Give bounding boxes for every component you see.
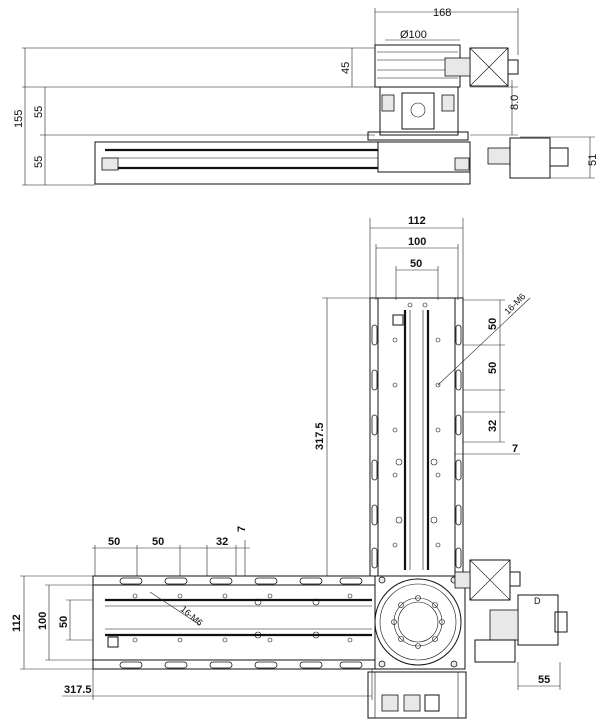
dim-horizontal-50a: 50	[108, 536, 120, 548]
motor-coupler	[487, 147, 511, 165]
vertical-axis: 112 100 50 317.5	[314, 215, 531, 577]
vertical-left-slots	[371, 324, 378, 569]
dim-horizontal-112: 112	[11, 614, 23, 632]
dim-vertical-112: 112	[408, 215, 426, 227]
motor-letter: D	[534, 596, 541, 606]
dial-scale	[377, 51, 458, 79]
rotary-stage: D 55	[367, 559, 568, 719]
knob-handle	[507, 59, 519, 75]
base-rail	[94, 141, 471, 185]
middle-block	[379, 86, 459, 136]
dim-right-50a: 50	[487, 318, 499, 330]
dim-155: 155	[13, 110, 25, 128]
dim-right-50b: 50	[487, 362, 499, 374]
dim-horizontal-32: 32	[216, 536, 228, 548]
dim-55-base: 55	[33, 156, 45, 168]
rotary-holes	[391, 595, 445, 649]
dim-8: 8.0	[509, 95, 521, 110]
horizontal-rail	[92, 575, 376, 670]
dim-horizontal-317: 317.5	[64, 684, 92, 696]
vertical-rail	[369, 297, 464, 577]
vertical-holes	[392, 302, 441, 548]
vertical-right-slots	[455, 324, 462, 569]
dim-51: 51	[587, 154, 599, 166]
dim-horizontal-7: 7	[236, 526, 248, 532]
lower-carriage	[367, 671, 467, 719]
side-view: 168 Ø100 155 45 55 55	[13, 7, 599, 186]
dim-vertical-317: 317.5	[314, 422, 326, 450]
knob-coupler	[444, 57, 471, 77]
dim-horizontal-50b: 50	[152, 536, 164, 548]
dim-right-7: 7	[512, 443, 518, 455]
horizontal-bottom-slots	[119, 661, 363, 669]
horizontal-top-slots	[119, 577, 363, 585]
base-carriage	[377, 141, 471, 173]
dim-right-32: 32	[487, 420, 499, 432]
middle-window	[401, 92, 435, 130]
horizontal-holes	[132, 593, 353, 643]
dim-dial-diameter: Ø100	[400, 29, 427, 41]
dim-motor-55: 55	[538, 674, 550, 686]
horizontal-axis: 50 50 32 7	[11, 526, 376, 700]
dim-vertical-100: 100	[408, 236, 426, 248]
dim-vertical-50: 50	[410, 258, 422, 270]
dim-horizontal-100: 100	[37, 612, 49, 630]
dim-168: 168	[433, 7, 451, 19]
dim-45: 45	[340, 62, 352, 74]
motor-body	[509, 137, 551, 179]
thread-label-bottom: 16-M6	[179, 604, 205, 628]
dim-55-mid: 55	[33, 106, 45, 118]
dim-horizontal-50-left: 50	[58, 616, 70, 628]
